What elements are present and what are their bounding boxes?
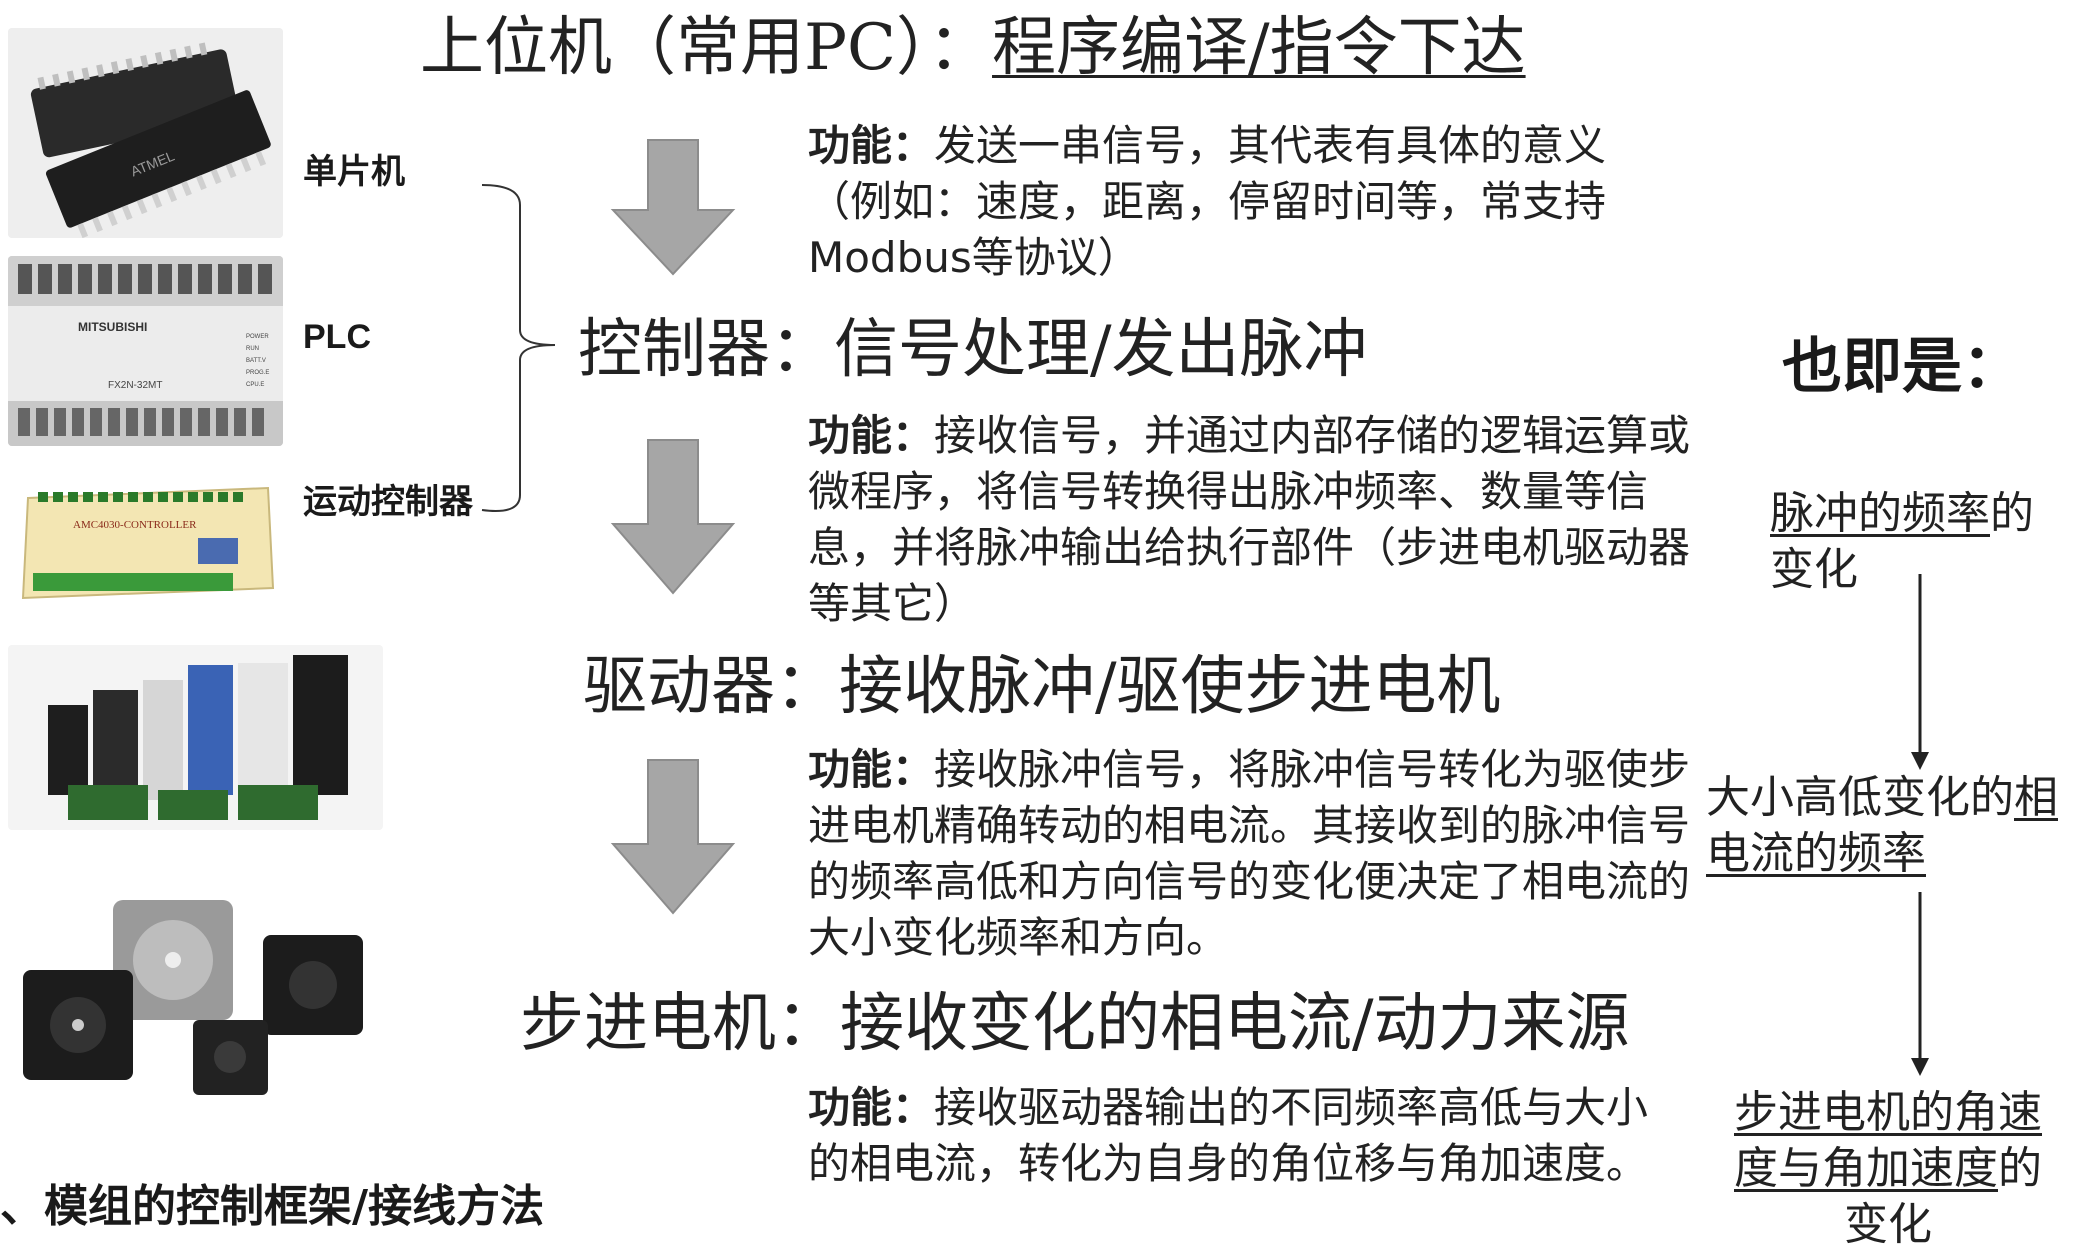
plc-brand-text: MITSUBISHI — [78, 320, 147, 334]
function-key: 功能： — [808, 1083, 935, 1132]
function-text-driver: 功能：接收脉冲信号，将脉冲信号转化为驱使步进电机精确转动的相电流。其接收到的脉冲… — [808, 742, 1703, 966]
drivers-illustration — [8, 645, 383, 830]
plc-led-power: POWER — [246, 334, 269, 340]
function-text-controller: 功能：接收信号，并通过内部存储的逻辑运算或微程序，将信号转换得出脉冲频率、数量等… — [808, 408, 1698, 632]
motion-controller-image: AMC4030-CONTROLLER — [18, 478, 280, 608]
right-item-motor-line2: 度与角加速度 — [1734, 1143, 1998, 1194]
stage-title-driver: 驱动器：接收脉冲/驱使步进电机 — [583, 650, 1501, 724]
plc-led-batt: BATT.V — [246, 358, 266, 364]
function-key: 功能： — [808, 411, 935, 460]
plc-led-cpu: CPU.E — [246, 382, 264, 388]
right-item-pulse-line2: 变化 — [1770, 544, 1858, 595]
flow-arrow-1 — [610, 139, 736, 276]
drivers-image — [8, 645, 383, 830]
plc-led-prog: PROG.E — [246, 370, 269, 376]
plc-model-text: FX2N-32MT — [108, 380, 162, 391]
label-plc: PLC — [303, 318, 371, 356]
right-item-motor-line2-tail: 的 — [1998, 1143, 2042, 1194]
right-item-motor-line3: 变化 — [1844, 1199, 1932, 1250]
right-item-motor-line1: 步进电机的角速 — [1734, 1087, 2042, 1138]
right-item-pulse-underlined: 脉冲的频率 — [1770, 488, 1990, 539]
right-arrow-1 — [1911, 574, 1929, 770]
motion-controller-illustration: AMC4030-CONTROLLER — [18, 478, 280, 608]
bracket-connector — [481, 184, 556, 512]
top-heading: 上位机（常用PC）：程序编译/指令下达 — [420, 16, 1526, 80]
label-motion-controller: 运动控制器 — [303, 482, 473, 522]
mcu-chip-illustration: ATMEL — [8, 28, 283, 238]
function-body: 接收驱动器输出的不同频率高低与大小的相电流，转化为自身的角位移与角加速度。 — [808, 1083, 1649, 1188]
plc-image: MITSUBISHI FX2N-32MT POWER RUN BATT.V PR… — [8, 256, 283, 446]
top-heading-prefix: 上位机（常用PC）： — [420, 11, 993, 85]
top-heading-underlined: 程序编译/指令下达 — [992, 11, 1526, 85]
function-text-motor: 功能：接收驱动器输出的不同频率高低与大小的相电流，转化为自身的角位移与角加速度。 — [808, 1080, 1688, 1192]
function-body: 接收脉冲信号，将脉冲信号转化为驱使步进电机精确转动的相电流。其接收到的脉冲信号的… — [808, 745, 1691, 962]
stepper-motors-illustration — [8, 890, 383, 1105]
function-text-pc: 功能：发送一串信号，其代表有具体的意义（例如：速度，距离，停留时间等，常支持Mo… — [808, 118, 1688, 286]
bottom-caption: 、模组的控制框架/接线方法 — [0, 1181, 545, 1232]
plc-illustration: MITSUBISHI FX2N-32MT POWER RUN BATT.V PR… — [8, 256, 283, 446]
flow-arrow-3 — [610, 759, 736, 915]
stepper-motors-image — [8, 890, 383, 1105]
right-item-current: 大小高低变化的相 电流的频率 — [1706, 770, 2058, 882]
mcu-chip-image: ATMEL — [8, 28, 283, 238]
stage-title-controller: 控制器：信号处理/发出脉冲 — [578, 313, 1368, 387]
function-key: 功能： — [808, 745, 935, 794]
label-mcu: 单片机 — [303, 152, 405, 192]
stage-title-motor: 步进电机：接收变化的相电流/动力来源 — [520, 987, 1630, 1061]
right-item-pulse: 脉冲的频率的 变化 — [1770, 486, 2034, 598]
right-heading: 也即是： — [1782, 332, 2022, 402]
right-item-current-line1-tail: 相 — [2014, 772, 2058, 823]
function-body: 发送一串信号，其代表有具体的意义（例如：速度，距离，停留时间等，常支持Modbu… — [808, 121, 1607, 282]
function-body: 接收信号，并通过内部存储的逻辑运算或微程序，将信号转换得出脉冲频率、数量等信息，… — [808, 411, 1691, 628]
flow-arrow-2 — [610, 439, 736, 595]
right-item-motor: 步进电机的角速 度与角加速度的 变化 — [1718, 1085, 2058, 1253]
right-item-current-line2: 电流的频率 — [1706, 828, 1926, 879]
plc-led-run: RUN — [246, 346, 259, 352]
function-key: 功能： — [808, 121, 935, 170]
controller-label-text: AMC4030-CONTROLLER — [73, 519, 197, 531]
right-item-current-line1: 大小高低变化的 — [1706, 772, 2014, 823]
right-item-pulse-suffix: 的 — [1990, 488, 2034, 539]
right-arrow-2 — [1911, 892, 1929, 1076]
